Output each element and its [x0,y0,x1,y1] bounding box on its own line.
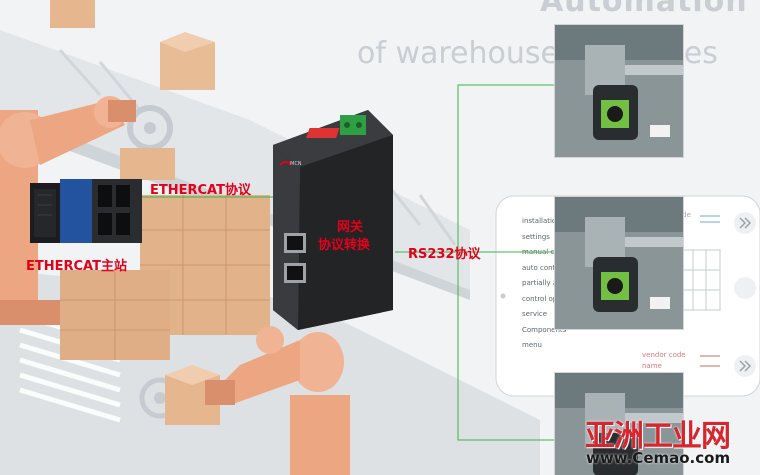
sensor-body [593,433,638,475]
tablet-scroll-button [734,277,756,299]
gateway-label-line1: 网关 [337,220,364,235]
tablet-menu-item: auto cont [522,263,556,272]
watermark-url: www.Cemao.com [586,449,731,467]
tablet-menu-item: installation [522,217,561,225]
tablet-menu-item: partially a [522,279,558,287]
brand-logo-icon [279,161,293,166]
ethercat-protocol-label: ETHERCAT协议 [150,183,251,198]
device-brand-label: MCN [290,161,302,167]
tablet-menu-item: service [522,310,548,318]
dip-switch [305,128,340,138]
tablet-value-lines [700,355,720,367]
terminal-block [340,115,366,135]
gateway-label-line2: 协议转换 [318,238,371,253]
gateway-device [273,110,393,330]
ethercat-master-label: ETHERCAT主站 [26,259,127,274]
sensor-photo-2 [554,196,684,330]
sensor-photo-3 [554,372,684,475]
tablet-menu-item: Components [522,325,567,334]
robot-arm-right [205,326,350,475]
watermark-cn: 亚洲工业网 [585,419,731,454]
rs232-bus-line [457,84,554,441]
robot-arm-left [0,96,136,325]
tablet-menu-item: settings [522,232,550,241]
plc-blue-module [60,179,92,243]
ethercat-master-plc [30,179,142,243]
rs232-protocol-label: RS232协议 [408,247,481,262]
background-title-line1: Automation [540,0,748,19]
tablet-rack-wireframe [679,249,721,311]
sensor-photo-1 [554,24,684,158]
cardboard-boxes [50,0,270,425]
tablet-name-label: name [642,362,662,370]
tablet-vendor-code-label: vendor code [642,351,686,359]
tablet-menu-item: control op [522,294,558,303]
tablet-menu-item: menu [522,341,542,349]
